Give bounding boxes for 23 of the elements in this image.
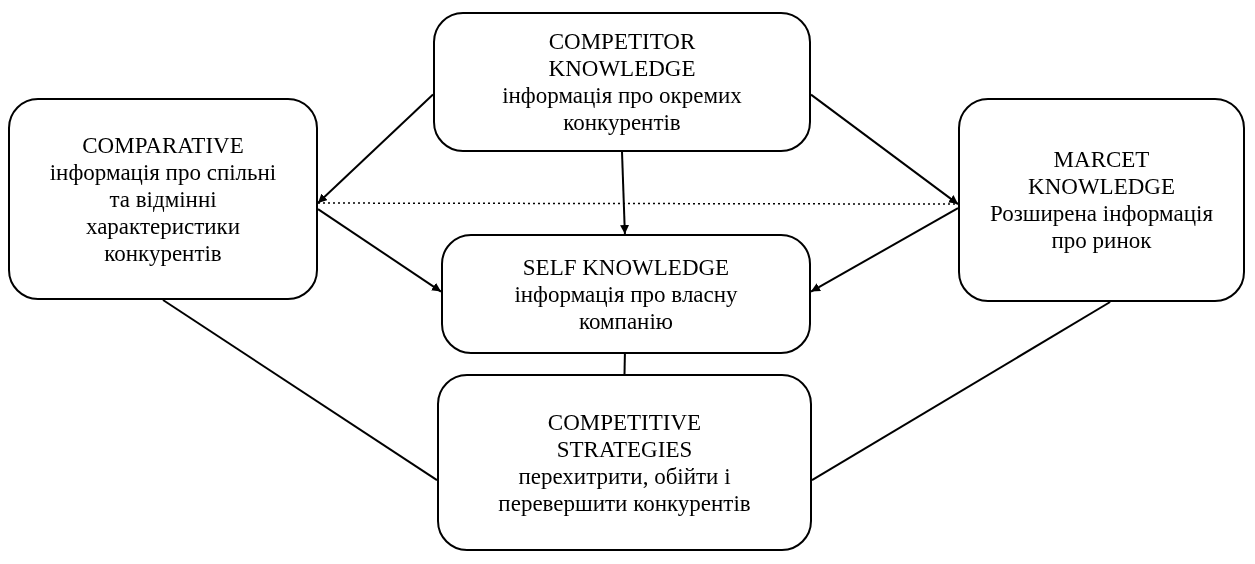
box-title: MARCET KNOWLEDGE — [1027, 146, 1176, 200]
arrow — [620, 151, 630, 235]
rounded-box — [433, 12, 811, 152]
connector-line — [811, 301, 1112, 482]
box-description: інформація про окремих конкурентів — [501, 82, 743, 136]
arrow — [810, 207, 959, 293]
box-description: інформація про спільні та відмінні характеристики конкурентів — [48, 158, 278, 267]
box-description: перехитрити, обійти і перевершити конкурентів — [497, 462, 752, 517]
rounded-box — [441, 234, 811, 354]
connector-line — [162, 299, 438, 482]
arrow — [317, 208, 442, 293]
box-description: Розширена інформація про ринок — [990, 200, 1213, 254]
arrow — [317, 93, 434, 205]
box-title: SELF KNOWLEDGE — [522, 253, 730, 281]
arrow — [810, 93, 959, 206]
connector-line — [623, 353, 626, 375]
box-title: COMPETITIVE STRATEGIES — [546, 408, 703, 463]
box-title: COMPETITOR KNOWLEDGE — [547, 28, 697, 82]
rounded-box — [958, 98, 1245, 302]
box-title: COMPARATIVE — [82, 131, 244, 159]
box-description: інформація про власну компанію — [513, 280, 739, 335]
rounded-box — [437, 374, 812, 551]
rounded-box — [8, 98, 318, 300]
